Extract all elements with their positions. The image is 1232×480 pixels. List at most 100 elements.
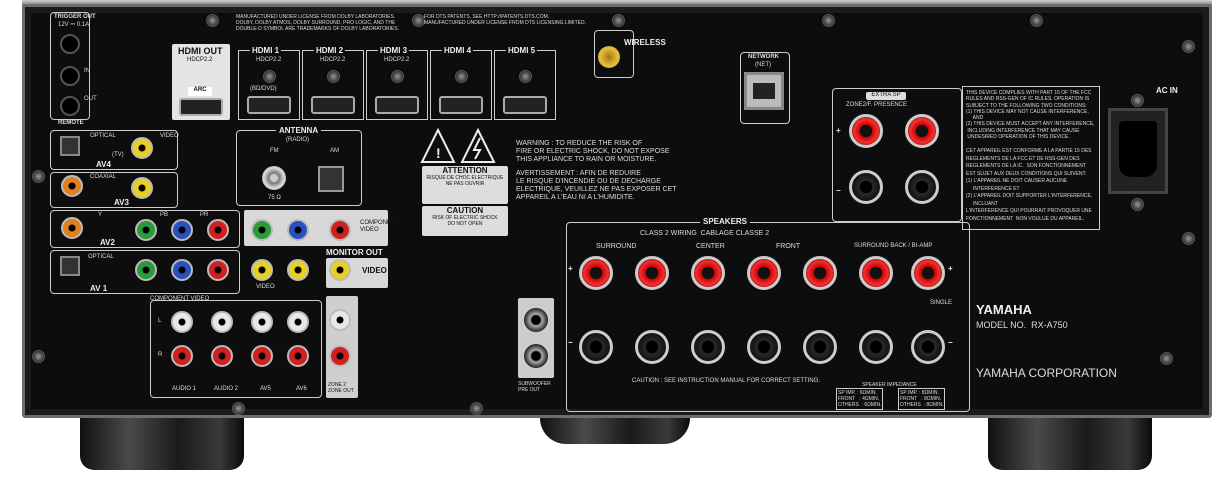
rca-jack-monitor-y[interactable] [251,219,273,241]
rca-jack-av6-r[interactable] [287,345,309,367]
component-video-label: COMPONENT VIDEO [150,296,210,302]
speaker-terminal-negative[interactable] [691,330,725,364]
rca-jack-audio1-r[interactable] [171,345,193,367]
screw-icon [1131,198,1144,211]
ac-inlet[interactable] [1108,108,1168,194]
hdmi-hdcp-label: HDCP2.2 [384,57,410,63]
ethernet-port[interactable] [744,72,784,110]
rca-jack-av5-r[interactable] [251,345,273,367]
speaker-terminal-positive[interactable] [579,256,613,290]
rca-jack-audio2-l[interactable] [211,311,233,333]
screw-icon [32,170,45,183]
wireless-antenna-connector[interactable] [598,46,620,68]
speaker-terminal-positive[interactable] [691,256,725,290]
rca-jack-coaxial-av3[interactable] [61,175,83,197]
extra-sp-terminal-positive[interactable] [849,114,883,148]
remote-out-jack[interactable] [60,96,80,116]
extra-sp-group [832,88,962,222]
speaker-terminal-positive[interactable] [911,256,945,290]
hdmi-input-port[interactable] [439,96,483,114]
extra-sp-label: EXTRA SP [866,92,906,100]
antenna-label: ANTENNA [276,126,322,135]
trigger-out-label: TRIGGER OUT [54,14,96,20]
rca-jack-pb-av2[interactable] [171,219,193,241]
screw-icon [391,70,404,83]
rca-jack-pr-av1[interactable] [207,259,229,281]
optical-input-av4[interactable] [60,136,80,156]
warning-text: WARNING : TO REDUCE THE RISK OF FIRE OR … [516,140,670,163]
optical-label-av4: OPTICAL [90,133,116,139]
subwoofer-out-2[interactable] [524,344,548,368]
rca-jack-audio1-l[interactable] [171,311,193,333]
trigger-spec: 12V ⎓ 0.1A [58,22,90,28]
rca-jack-monitor-video[interactable] [329,259,351,281]
hdmi-input-port[interactable] [503,96,547,114]
speaker-terminal-negative[interactable] [579,330,613,364]
extra-sp-terminal-negative[interactable] [849,170,883,204]
rca-jack-zone2-r[interactable] [329,345,351,367]
warning-triangles: ! [420,128,496,163]
hdmi-input-port[interactable] [375,96,419,114]
yamaha-logo: YAMAHA [976,302,1032,317]
audio-l-label: L [158,318,162,324]
trigger-remote-group [50,12,90,120]
model-number: MODEL NO. RX-A750 [976,320,1068,330]
rca-jack-y-av1[interactable] [135,259,157,281]
speaker-terminal-positive[interactable] [747,256,781,290]
antenna-sub-label: (RADIO) [286,137,309,143]
screw-icon [1182,40,1195,53]
rca-jack-av6-l[interactable] [287,311,309,333]
speaker-terminal-negative[interactable] [747,330,781,364]
am-antenna-terminal[interactable] [318,166,344,192]
front-label: FRONT [776,243,801,250]
hdmi-out-port[interactable] [179,98,223,116]
zone2-presence-label: ZONE2/F. PRESENCE [846,102,908,108]
screw-icon [822,14,835,27]
impedance-left: SP IMP. : 6ΩMIN. FRONT : 4ΩMIN. OTHERS :… [836,388,884,410]
av6-label: AV6 [296,386,307,392]
rca-jack-monitor-pb[interactable] [287,219,309,241]
rca-jack-composite-av2[interactable] [61,217,83,239]
speaker-terminal-negative[interactable] [911,330,945,364]
remote-in-jack[interactable] [60,66,80,86]
speakers-group [566,222,970,412]
rca-jack-audio2-r[interactable] [211,345,233,367]
rca-jack-pr-av2[interactable] [207,219,229,241]
speaker-terminal-positive[interactable] [635,256,669,290]
screw-icon [470,402,483,415]
extra-sp-terminal-negative[interactable] [905,170,939,204]
hdmi-input-port[interactable] [311,96,355,114]
impedance-right: SP IMP. : 8ΩMIN. FRONT : 8ΩMIN. OTHERS :… [898,388,946,410]
rca-jack-pb-av1[interactable] [171,259,193,281]
rca-jack-video-av6[interactable] [287,259,309,281]
fm-antenna-jack[interactable] [262,166,286,190]
speaker-terminal-negative[interactable] [635,330,669,364]
trigger-out-jack[interactable] [60,34,80,54]
rca-jack-zone2-l[interactable] [329,309,351,331]
fcc-label-box [962,86,1100,230]
speaker-terminal-negative[interactable] [803,330,837,364]
network-group [740,52,790,124]
subwoofer-out-1[interactable] [524,308,548,332]
av1-label: AV 1 [90,284,108,293]
screw-icon [1182,232,1195,245]
rca-jack-video-av4[interactable] [131,137,153,159]
center-foot [540,418,690,444]
speaker-terminal-positive[interactable] [803,256,837,290]
pr-label: PR [200,212,209,218]
rca-jack-video-av5[interactable] [251,259,273,281]
av2-group [50,210,240,248]
rca-jack-av5-l[interactable] [251,311,273,333]
rca-jack-monitor-pr[interactable] [329,219,351,241]
rca-jack-y-av2[interactable] [135,219,157,241]
speaker-terminal-negative[interactable] [859,330,893,364]
monitor-video-label: VIDEO [362,266,387,275]
wireless-label: WIRELESS [624,38,666,47]
extra-sp-terminal-positive[interactable] [905,114,939,148]
rca-jack-video-av3[interactable] [131,177,153,199]
am-label: AM [330,148,339,154]
speaker-terminal-positive[interactable] [859,256,893,290]
optical-input-av1[interactable] [60,256,80,276]
fm-impedance: 75 Ω [268,195,281,201]
hdmi-input-port[interactable] [247,96,291,114]
